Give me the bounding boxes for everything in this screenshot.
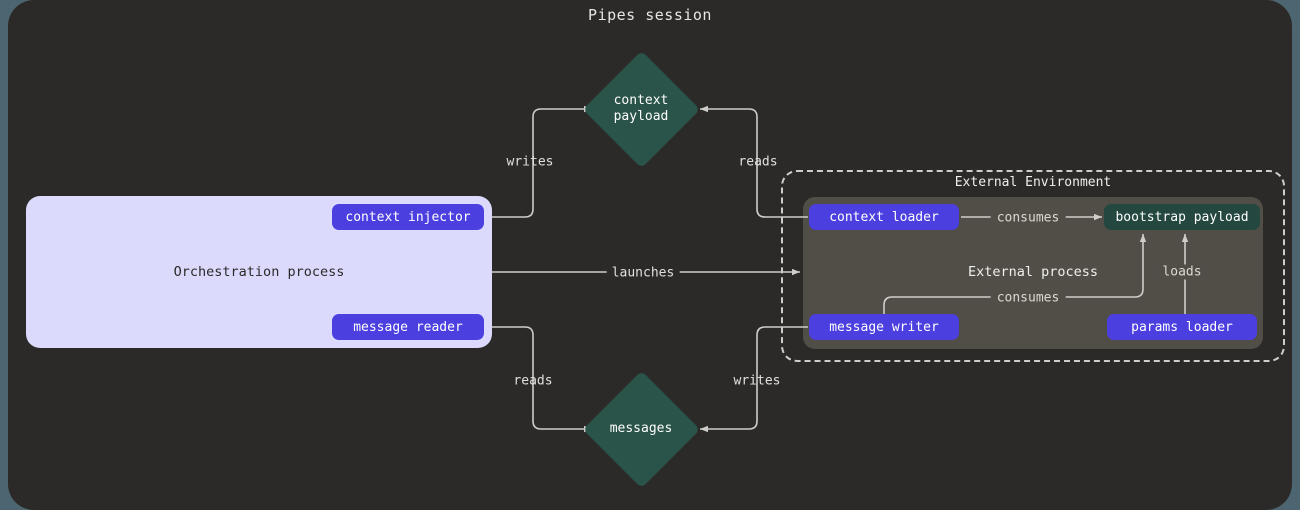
- edge-label-loads: loads: [1156, 264, 1208, 280]
- node-message-writer[interactable]: message writer: [809, 314, 959, 340]
- edge-message-writer-writes: [700, 326, 808, 433]
- edge-label-consumes-writer: consumes: [990, 290, 1066, 306]
- external-environment-container: [781, 170, 1285, 362]
- external-environment-label: External Environment: [954, 175, 1112, 190]
- node-message-reader[interactable]: message reader: [332, 314, 484, 340]
- edge-label-launches: launches: [606, 265, 680, 281]
- channel-context-payload-label: context payload: [582, 50, 700, 168]
- channel-label-line1: messages: [609, 420, 673, 436]
- orchestration-process-label: Orchestration process: [173, 264, 345, 280]
- edge-label-writes-context: writes: [506, 154, 554, 170]
- edge-message-reader-reads: [492, 326, 592, 433]
- edge-label-writes-messages: writes: [733, 373, 781, 389]
- node-bootstrap-payload[interactable]: bootstrap payload: [1104, 204, 1260, 230]
- channel-context-payload[interactable]: context payload: [582, 50, 700, 168]
- node-context-injector[interactable]: context injector: [332, 204, 484, 230]
- edge-label-reads-messages: reads: [513, 373, 553, 389]
- channel-label-line2: payload: [613, 109, 669, 124]
- channel-label-line1: context: [613, 92, 669, 108]
- page-title: Pipes session: [588, 6, 712, 24]
- edge-label-reads-context: reads: [738, 154, 778, 170]
- node-params-loader[interactable]: params loader: [1107, 314, 1257, 340]
- edge-context-injector-writes: [492, 105, 592, 218]
- external-process-label: External process: [967, 264, 1099, 280]
- channel-messages-label: messages: [582, 370, 700, 488]
- edge-context-loader-reads: [700, 105, 808, 218]
- node-context-loader[interactable]: context loader: [809, 204, 959, 230]
- edge-label-consumes-context: consumes: [990, 210, 1066, 226]
- channel-messages[interactable]: messages: [582, 370, 700, 488]
